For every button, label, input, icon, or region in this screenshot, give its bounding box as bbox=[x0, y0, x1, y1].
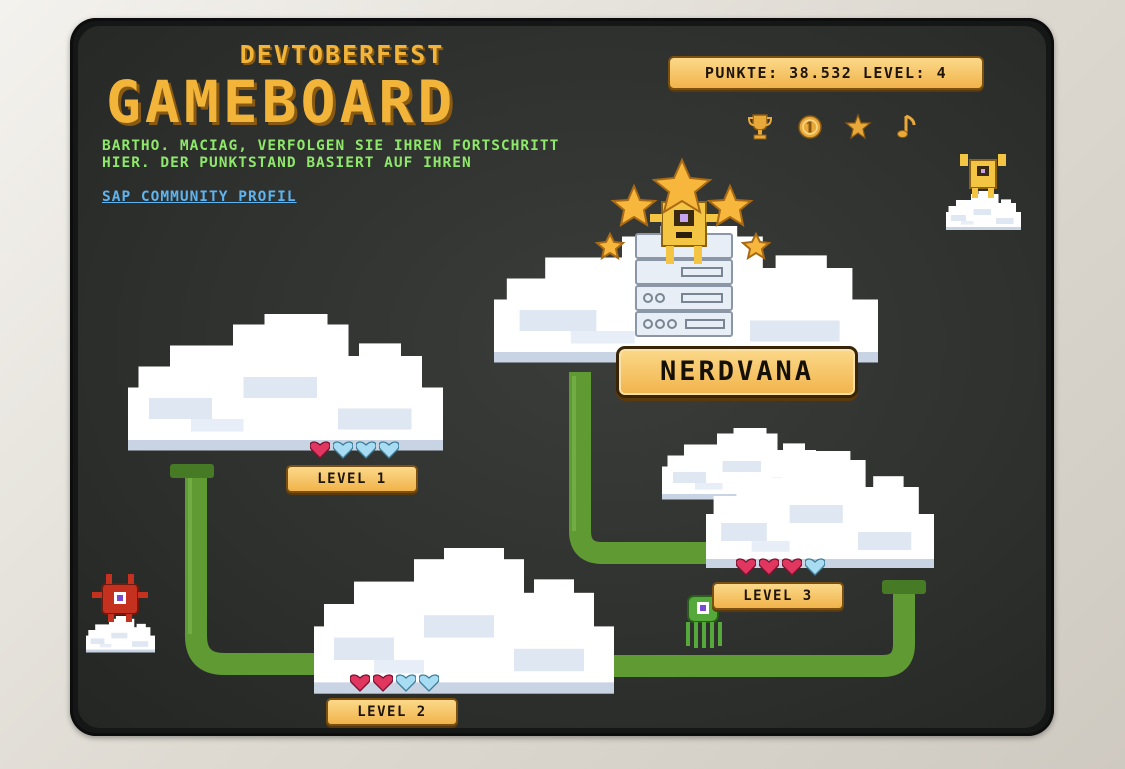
level-3-hearts bbox=[736, 558, 826, 576]
cloud-level-1 bbox=[128, 314, 443, 451]
sap-community-profile-link[interactable]: SAP COMMUNITY PROFIL bbox=[102, 189, 297, 205]
score-display: PUNKTE: 38.532 LEVEL: 4 bbox=[668, 56, 984, 90]
yellow-bot-character bbox=[960, 154, 1006, 198]
heart-empty-icon bbox=[379, 441, 399, 459]
heart-empty-icon bbox=[356, 441, 376, 459]
small-cloud-right bbox=[946, 191, 1021, 230]
star-crown bbox=[594, 157, 772, 261]
server-tower bbox=[635, 233, 733, 337]
heart-filled-icon bbox=[373, 674, 393, 692]
heart-filled-icon bbox=[736, 558, 756, 576]
heart-filled-icon bbox=[759, 558, 779, 576]
path-cap bbox=[882, 580, 926, 594]
small-cloud-left bbox=[86, 616, 155, 653]
heart-empty-icon bbox=[396, 674, 416, 692]
heart-filled-icon bbox=[782, 558, 802, 576]
intro-text: BARTHO. MACIAG, VERFOLGEN SIE IHREN FORT… bbox=[102, 138, 560, 171]
path-cap bbox=[170, 464, 214, 478]
nerdvana-button[interactable]: NERDVANA bbox=[616, 346, 858, 398]
level-1-button[interactable]: LEVEL 1 bbox=[286, 465, 418, 493]
music-note-icon[interactable] bbox=[894, 112, 922, 142]
page-title: GAMEBOARD bbox=[106, 68, 457, 136]
level-2-hearts bbox=[350, 674, 440, 692]
level-path bbox=[185, 372, 915, 677]
red-alien-character bbox=[92, 574, 148, 622]
heart-empty-icon bbox=[419, 674, 439, 692]
heart-filled-icon bbox=[310, 441, 330, 459]
game-board-scene bbox=[86, 154, 1021, 694]
star-icon[interactable] bbox=[844, 112, 872, 142]
heart-filled-icon bbox=[350, 674, 370, 692]
level-2-button[interactable]: LEVEL 2 bbox=[326, 698, 458, 726]
level-1-hearts bbox=[310, 441, 400, 459]
trophy-icon[interactable] bbox=[746, 112, 774, 142]
coin-icon[interactable] bbox=[796, 112, 824, 142]
event-title: DEVTOBERFEST bbox=[239, 40, 445, 69]
heart-empty-icon bbox=[805, 558, 825, 576]
achievement-icons bbox=[742, 112, 942, 146]
green-squid-character bbox=[686, 595, 722, 648]
level-3-button[interactable]: LEVEL 3 bbox=[712, 582, 844, 610]
heart-empty-icon bbox=[333, 441, 353, 459]
cloud-level-2 bbox=[314, 548, 614, 694]
game-screen: DEVTOBERFEST GAMEBOARD BARTHO. MACIAG, V… bbox=[78, 26, 1046, 728]
